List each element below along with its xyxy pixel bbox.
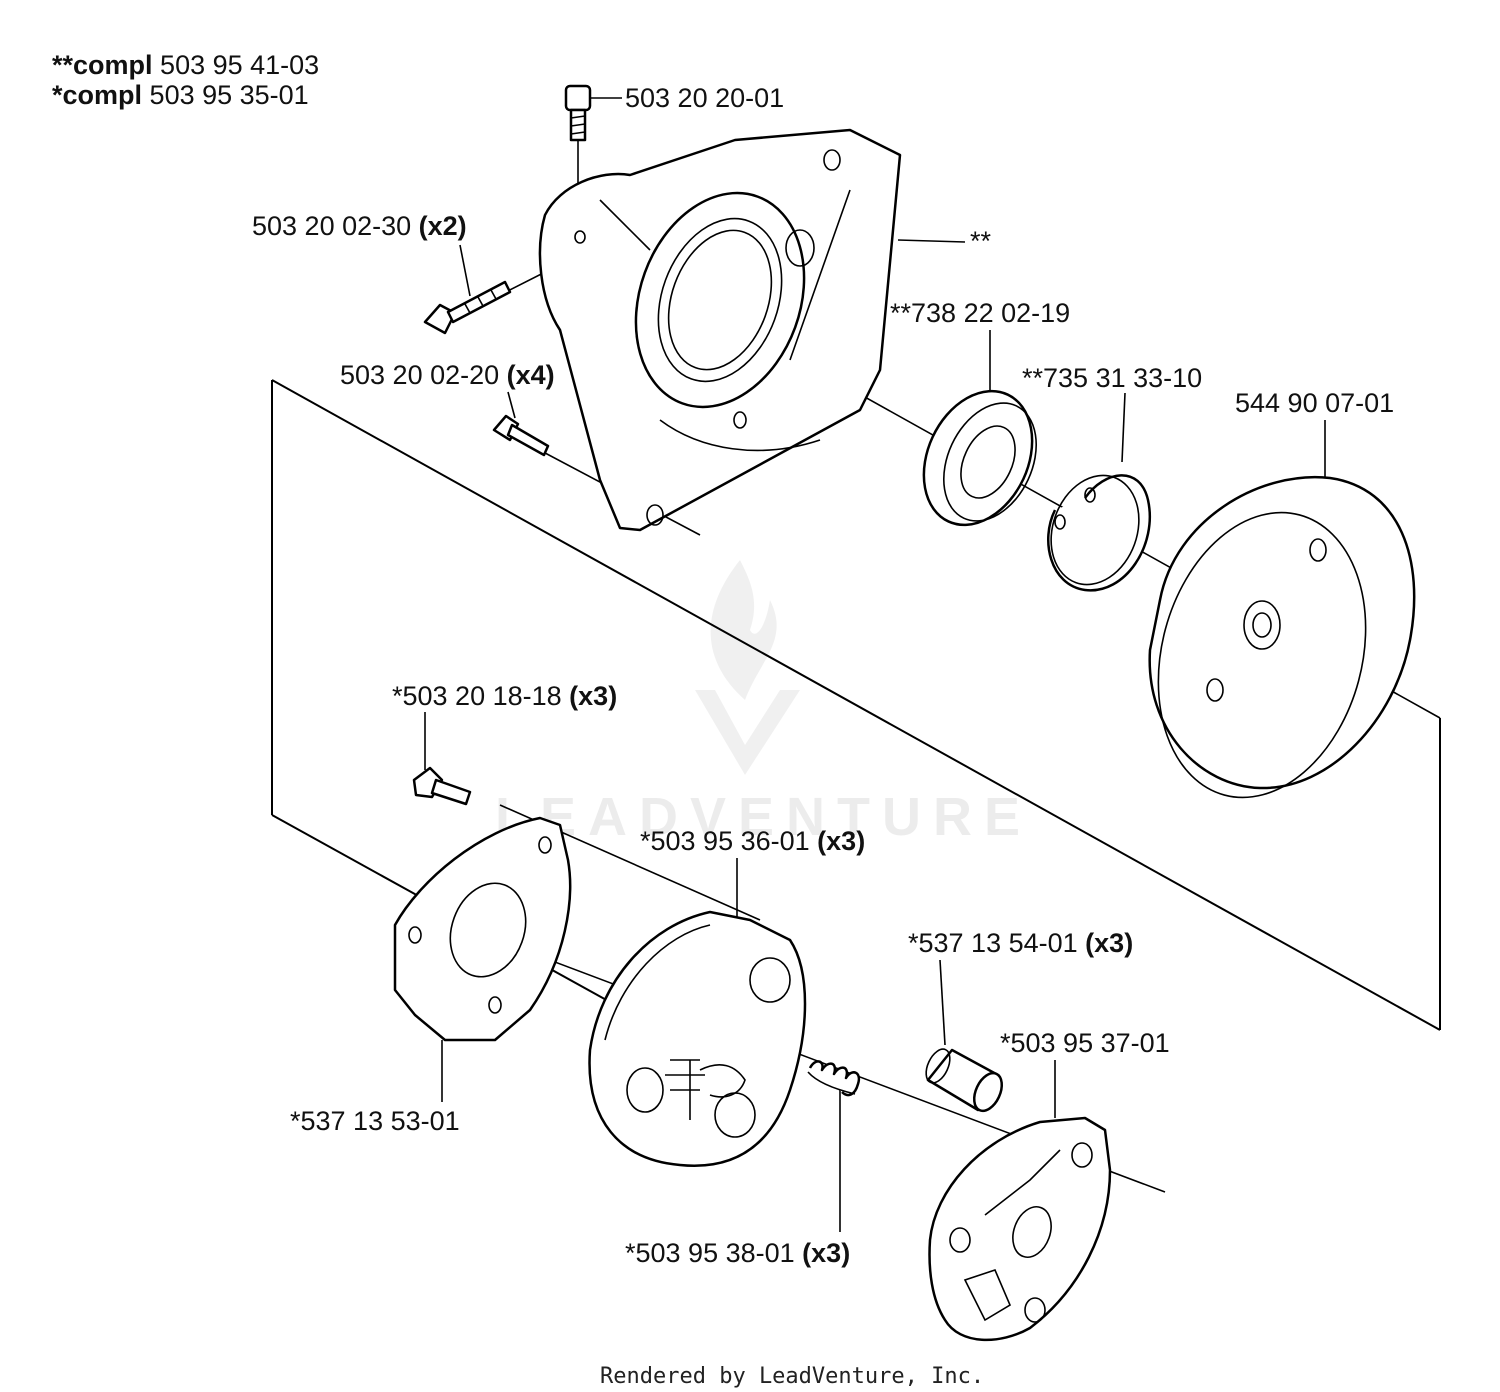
label-hub: *503 95 37-01 [1000,1028,1170,1058]
label-bearing: **738 22 02-19 [890,298,1070,328]
circlip [1047,474,1151,592]
clutch-hub-plate [928,1116,1112,1342]
hex-screw-x3 [412,766,472,806]
long-screw-x2 [423,280,512,335]
clutch-spring [807,1060,861,1097]
footer-credit: Rendered by LeadVenture, Inc. [600,1364,984,1389]
sleeve-bushing [925,1048,1004,1113]
leader-lines [424,97,1326,1232]
ball-bearing [922,389,1038,527]
label-screw-x2: 503 20 02-30 (x2) [252,211,467,241]
label-sleeve: *537 13 54-01 (x3) [908,928,1133,958]
clutch-shoe-assembly [588,910,807,1167]
screw-x4 [492,414,550,457]
label-circlip: **735 31 33-10 [1022,363,1202,393]
watermark-text: LEADVENTURE [495,787,1032,847]
label-housing: ** [970,226,992,256]
label-washer: *537 13 53-01 [290,1106,460,1136]
washer-plate [393,816,572,1042]
label-drum: 544 90 07-01 [1235,388,1394,418]
label-screw-x4: 503 20 02-20 (x4) [340,360,555,390]
clutch-housing [538,128,902,532]
label-screw-x3: *503 20 18-18 (x3) [392,681,617,711]
leadventure-watermark: LEADVENTURE [495,560,1032,847]
assembly-compl-single: *compl 503 95 35-01 [52,80,309,110]
assembly-compl-double: **compl 503 95 41-03 [52,50,319,80]
label-screw-top: 503 20 20-01 [625,83,784,113]
socket-head-screw-top [564,84,592,142]
label-spring: *503 95 38-01 (x3) [625,1238,850,1268]
label-shoe: *503 95 36-01 (x3) [640,826,865,856]
clutch-drum [1148,475,1416,799]
